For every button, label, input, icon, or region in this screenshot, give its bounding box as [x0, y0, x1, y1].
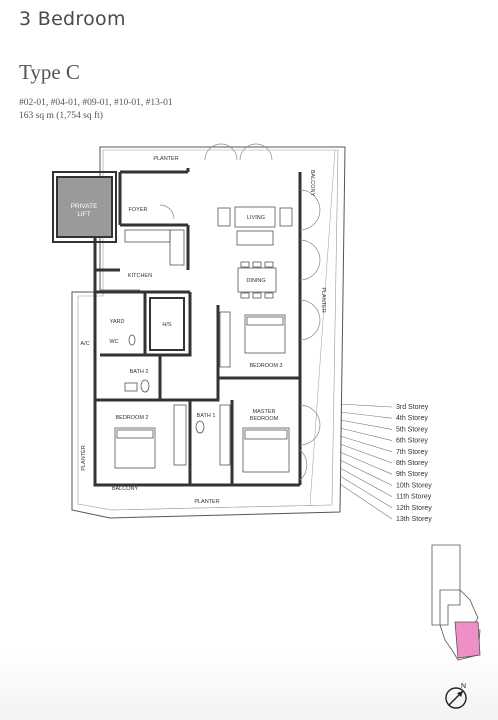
- bedroom3-bed: [244, 314, 286, 354]
- storey-label: 6th Storey: [396, 438, 428, 445]
- yard-label: YARD: [110, 319, 125, 325]
- wc-label: WC: [109, 339, 118, 345]
- master-label-2: BEDROOM: [250, 416, 279, 422]
- storey-leader-line: [339, 467, 393, 497]
- storey-label: 9th Storey: [396, 471, 428, 478]
- bedroom2-bed: [114, 427, 156, 469]
- storey-leader-line: [339, 483, 393, 520]
- kitchen-label: KITCHEN: [128, 273, 152, 279]
- storey-label: 13th Storey: [396, 516, 432, 523]
- units-line: #02-01, #04-01, #09-01, #10-01, #13-01: [19, 98, 173, 108]
- balcony-right-label: BALCONY: [309, 170, 315, 197]
- bath2-label: BATH 2: [130, 369, 149, 375]
- storey-leader-line: [339, 435, 393, 453]
- ac-label: A/C: [80, 341, 89, 347]
- storey-leader-line: [339, 451, 393, 475]
- storey-label: 4th Storey: [396, 415, 428, 422]
- floor-plan: PRIVATE LIFT: [52, 143, 481, 661]
- unit-type-title: Type C: [19, 60, 80, 84]
- wardrobes: [173, 311, 231, 466]
- key-plan-highlight: [454, 621, 481, 659]
- compass-label: N: [461, 683, 466, 690]
- master-bed: [242, 427, 290, 473]
- storey-leader-line: [339, 475, 393, 509]
- balcony-bottom-label: BALCONY: [112, 486, 139, 492]
- storey-label: 11th Storey: [396, 494, 432, 501]
- planter-inner: [77, 149, 339, 511]
- page-title: 3 Bedroom: [19, 8, 126, 30]
- storey-label: 8th Storey: [396, 460, 428, 467]
- planter-bottom-label: PLANTER: [194, 499, 219, 505]
- bottom-shade: [0, 650, 498, 720]
- storey-label: 7th Storey: [396, 449, 428, 456]
- door-swings: [159, 143, 321, 481]
- compass-icon: N: [445, 683, 467, 709]
- storey-leader-line: [339, 459, 393, 486]
- storey-label: 12th Storey: [396, 505, 432, 512]
- area-line: 163 sq m (1,754 sq ft): [19, 111, 103, 121]
- private-lift-label-2: LIFT: [77, 211, 90, 218]
- planter-top-label: PLANTER: [153, 156, 178, 162]
- bath1-label: BATH 1: [197, 413, 216, 419]
- hs-label: H/S: [162, 322, 172, 328]
- storey-label: 3rd Storey: [396, 404, 429, 411]
- bedroom3-label: BEDROOM 3: [249, 363, 282, 369]
- private-lift-label-1: PRIVATE: [71, 203, 99, 210]
- foyer-label: FOYER: [129, 207, 148, 213]
- bath-fixtures: [124, 334, 205, 434]
- storey-leader-line: [339, 411, 393, 419]
- storey-leader-line: [339, 419, 393, 430]
- planter-right-label: PLANTER: [320, 287, 326, 312]
- kitchen-counter: [100, 229, 185, 291]
- storey-leader-line: [339, 443, 393, 464]
- dining-table: [237, 261, 277, 299]
- key-plan: [431, 544, 481, 661]
- living-furniture: [217, 206, 293, 246]
- storey-leader-line: [339, 427, 393, 441]
- storey-label: 10th Storey: [396, 482, 432, 489]
- living-label: LIVING: [247, 215, 265, 221]
- walls: [93, 168, 302, 487]
- planter-left-label: PLANTER: [81, 445, 87, 470]
- unit-numbers: #02-01, #04-01, #09-01, #10-01, #13-01 1…: [19, 97, 173, 123]
- bedroom2-label: BEDROOM 2: [115, 415, 148, 421]
- private-lift: [56, 176, 113, 238]
- household-shelter: [149, 297, 185, 351]
- storey-leader-line: [339, 403, 393, 408]
- storey-label: 5th Storey: [396, 426, 428, 433]
- dining-label: DINING: [246, 278, 265, 284]
- storey-list: 3rd Storey 4th Storey 5th Storey 6th Storey…: [339, 403, 432, 523]
- master-label-1: MASTER: [253, 409, 276, 415]
